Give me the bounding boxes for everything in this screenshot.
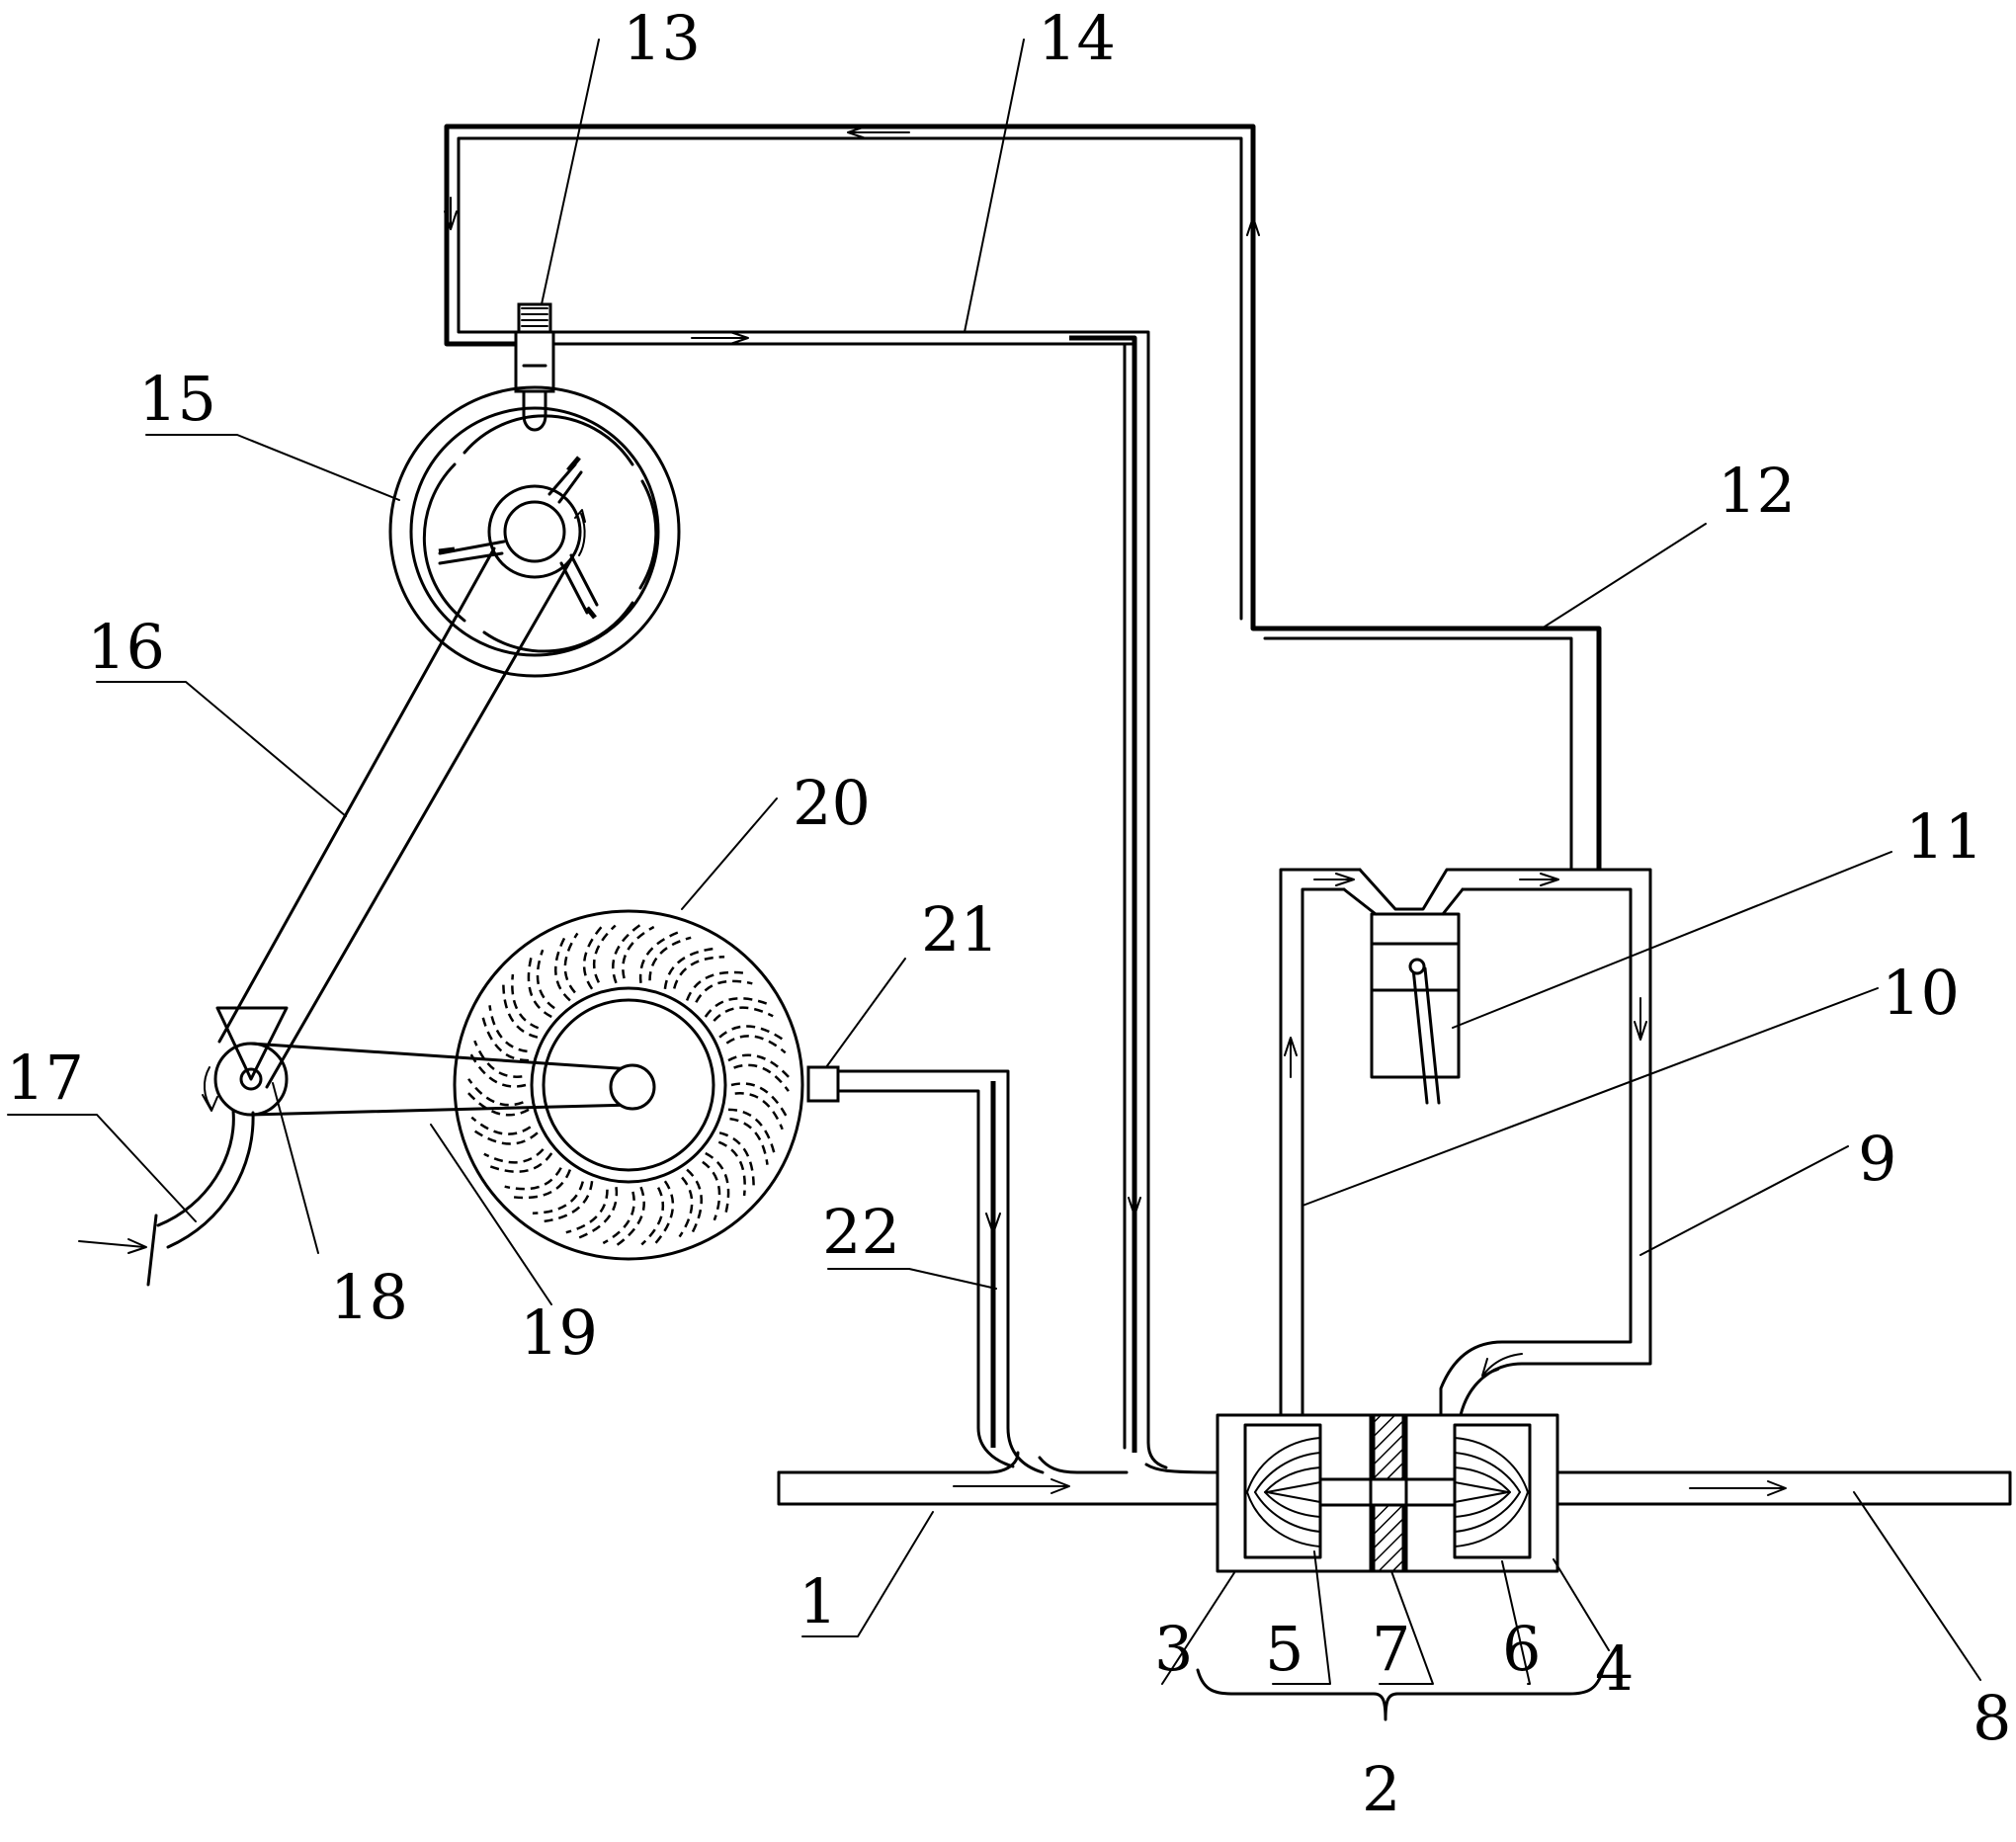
turbine-blade <box>582 921 607 990</box>
label-19: 19 <box>520 1297 598 1369</box>
turbine-blade <box>466 1048 527 1088</box>
turbine-blade <box>484 1152 553 1173</box>
turbine-blade <box>611 1186 645 1250</box>
turbine-blade-edge <box>729 1117 769 1165</box>
label-11: 11 <box>1905 800 1983 873</box>
label-15: 15 <box>138 363 216 435</box>
turbine-blade <box>727 1053 794 1083</box>
turbine-blade <box>705 1151 730 1218</box>
pulley-18 <box>202 1006 289 1117</box>
label-2: 2 <box>1362 1753 1400 1825</box>
turbine-blade-edge <box>565 1189 609 1234</box>
turbine-blade-edge <box>602 1191 635 1245</box>
turbine-blade <box>480 1011 530 1062</box>
labels: 13 14 15 16 17 18 19 20 21 22 12 11 10 9… <box>6 2 2011 1825</box>
turbine-blade <box>663 947 719 989</box>
turbine-blade-edge <box>734 1092 784 1130</box>
turbine-blade <box>468 1127 539 1145</box>
turbine-blade-edge <box>511 973 540 1030</box>
label-8: 8 <box>1973 1682 2011 1754</box>
turbine-blade-edge <box>536 949 555 1010</box>
turbine-blade <box>685 970 749 1001</box>
turbine-blade-edge <box>702 1160 721 1221</box>
outlet-pipe-8 <box>1555 1470 2012 1506</box>
turbine-blade-edge <box>467 1078 524 1107</box>
label-6: 6 <box>1502 1613 1541 1685</box>
turbine-blade <box>463 1087 530 1117</box>
turbine-blade <box>704 997 773 1018</box>
turbine-blade-edge <box>695 979 753 1003</box>
pipe-22 <box>836 1069 1045 1474</box>
turbine-blade-edge <box>713 1006 774 1022</box>
label-5: 5 <box>1265 1613 1303 1685</box>
turbine-blade <box>638 929 684 983</box>
turbine-blade <box>730 1082 791 1122</box>
turbine-blade-edge <box>563 932 579 994</box>
label-18: 18 <box>330 1261 408 1333</box>
bracket-2 <box>1196 1668 1605 1721</box>
crank-arm-19 <box>249 1042 634 1117</box>
pipe-17 <box>78 1109 255 1287</box>
label-3: 3 <box>1154 1613 1193 1685</box>
connector-21 <box>806 1065 840 1103</box>
turbine-blade <box>527 952 552 1019</box>
turbine-blade-edge <box>672 956 725 989</box>
label-1: 1 <box>798 1565 837 1637</box>
turbine-blade <box>650 1180 675 1249</box>
turbine-blade-edge <box>488 1005 528 1053</box>
turbine-blade <box>718 1025 789 1044</box>
turbine-blade-edge <box>678 1176 694 1238</box>
turbine-blade <box>718 1131 755 1192</box>
turbine-blade-edge <box>717 1140 746 1197</box>
label-12: 12 <box>1718 455 1796 527</box>
label-10: 10 <box>1882 957 1960 1029</box>
turbine-blade <box>612 920 646 984</box>
turbine-blade <box>686 1168 703 1238</box>
turbine-blade-edge <box>640 1187 665 1246</box>
turbine-blade <box>538 1181 594 1223</box>
pipe-10 <box>1279 868 1362 1417</box>
turbine-blade-edge <box>483 1148 545 1164</box>
label-21: 21 <box>921 893 999 965</box>
label-16: 16 <box>87 611 165 683</box>
turbine-blade <box>573 1187 619 1241</box>
valve-13 <box>514 302 555 432</box>
leader-lines <box>7 39 1981 1685</box>
turbine-blade-edge <box>725 1035 787 1054</box>
pipe-12 <box>444 124 1602 872</box>
label-22: 22 <box>822 1196 900 1268</box>
turbine-blade-edge <box>532 1181 585 1214</box>
label-17: 17 <box>6 1042 84 1114</box>
turbine-wheel-20 <box>453 909 804 1261</box>
wheel-15 <box>388 385 681 678</box>
turbine-blade <box>727 1108 777 1159</box>
turbine-blade-edge <box>622 925 655 979</box>
turbine-blade <box>554 932 571 1002</box>
turbine-blade-edge <box>733 1063 790 1092</box>
pipe-14 <box>551 330 1168 1469</box>
turbine-blade-edge <box>473 1040 523 1078</box>
label-4: 4 <box>1595 1633 1634 1705</box>
turbocharger-2 <box>1216 1413 1559 1573</box>
label-7: 7 <box>1372 1613 1410 1685</box>
label-20: 20 <box>793 767 871 839</box>
turbine-blade <box>508 1169 572 1200</box>
turbine-blade-edge <box>592 924 617 983</box>
label-13: 13 <box>623 2 701 74</box>
cylinder-11 <box>1342 868 1635 1105</box>
pipe-9 <box>1439 868 1652 1417</box>
label-9: 9 <box>1858 1123 1896 1195</box>
turbine-blade-edge <box>504 1167 562 1191</box>
turbine-blade-edge <box>470 1116 532 1135</box>
turbine-blade <box>502 978 539 1039</box>
turbine-blade-edge <box>648 936 692 981</box>
belt-16 <box>217 546 573 1089</box>
label-14: 14 <box>1038 2 1116 74</box>
